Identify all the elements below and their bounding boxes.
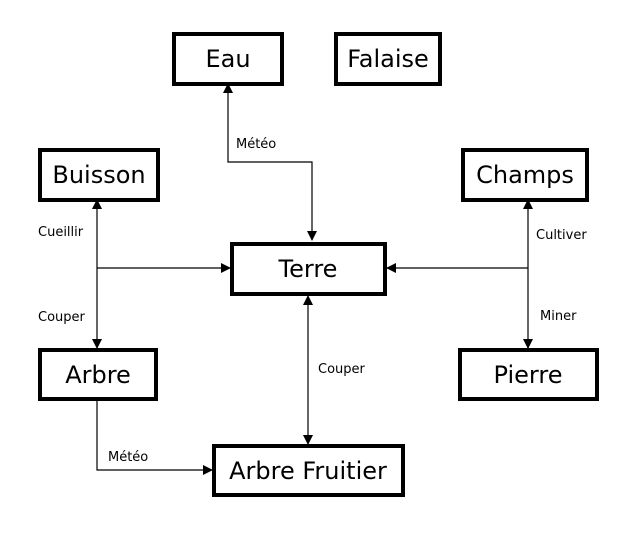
- node-arbre: Arbre: [38, 348, 158, 401]
- node-falaise-label: Falaise: [347, 45, 429, 73]
- edge-label-cultiver: Cultiver: [536, 228, 587, 243]
- node-falaise: Falaise: [334, 32, 442, 86]
- node-eau: Eau: [172, 32, 284, 86]
- node-arbre-fruitier: Arbre Fruitier: [212, 444, 405, 497]
- node-terre: Terre: [230, 242, 387, 296]
- edge-label-couper-arbre: Couper: [38, 310, 86, 325]
- edge-label-miner: Miner: [540, 309, 577, 324]
- node-arbre-label: Arbre: [65, 361, 131, 389]
- node-pierre-label: Pierre: [494, 361, 563, 389]
- node-arbre-fruitier-label: Arbre Fruitier: [229, 457, 387, 485]
- node-champs-label: Champs: [476, 161, 574, 189]
- edge-eau-terre: [223, 83, 317, 241]
- node-terre-label: Terre: [278, 255, 338, 283]
- edge-label-couper-fruitier: Couper: [318, 362, 366, 377]
- node-eau-label: Eau: [205, 45, 250, 73]
- node-buisson-label: Buisson: [52, 161, 145, 189]
- edge-label-meteo-fruitier: Météo: [108, 450, 148, 465]
- node-champs: Champs: [461, 148, 589, 202]
- edge-label-cueillir: Cueillir: [38, 225, 84, 240]
- node-buisson: Buisson: [38, 148, 160, 202]
- edge-label-meteo-eau: Météo: [236, 137, 276, 152]
- node-pierre: Pierre: [458, 348, 599, 401]
- edge-arbre-arbre-fruitier: [96, 399, 213, 475]
